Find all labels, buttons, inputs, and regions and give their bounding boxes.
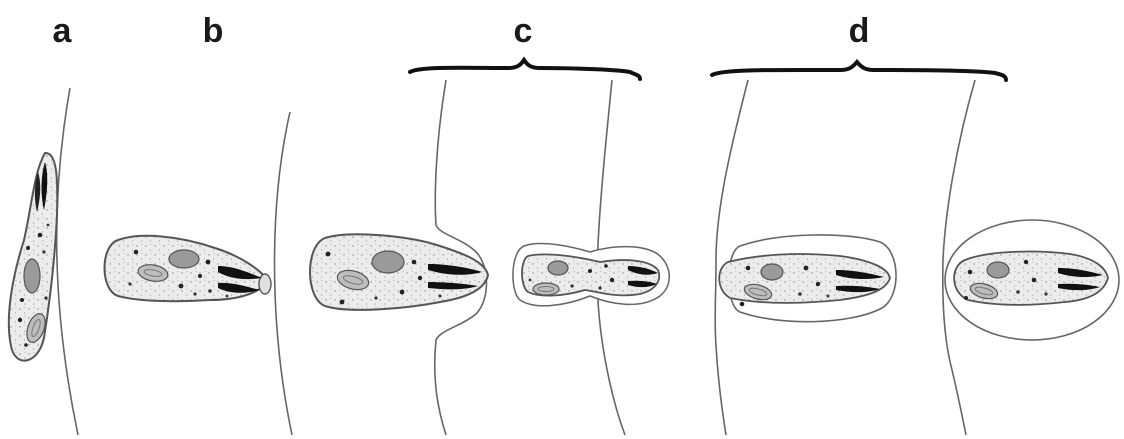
nucleus <box>987 262 1009 278</box>
panel-b <box>105 112 293 435</box>
host-membrane <box>275 112 293 435</box>
nucleus <box>372 251 404 273</box>
parasite-cell <box>105 236 272 301</box>
panel-label-d: d <box>849 12 870 50</box>
parasitophorous-vacuole <box>719 235 896 322</box>
panel-a <box>9 88 78 435</box>
bracket <box>410 60 640 79</box>
panel-label-a: a <box>53 12 73 50</box>
nucleus <box>169 250 199 268</box>
panel-d <box>712 62 1119 435</box>
panel-label-c: c <box>514 12 533 50</box>
panel-label-b: b <box>203 12 224 50</box>
host-membrane <box>57 88 78 435</box>
nucleus <box>761 264 783 280</box>
panel-c <box>310 60 669 435</box>
nucleus <box>548 261 568 275</box>
parasite-cell <box>9 153 57 361</box>
bracket <box>712 62 1006 80</box>
parasite-cell-entering <box>513 244 669 306</box>
parasite-cell <box>310 234 488 310</box>
parasitophorous-vacuole-closed <box>945 220 1119 340</box>
nucleus <box>24 259 40 293</box>
